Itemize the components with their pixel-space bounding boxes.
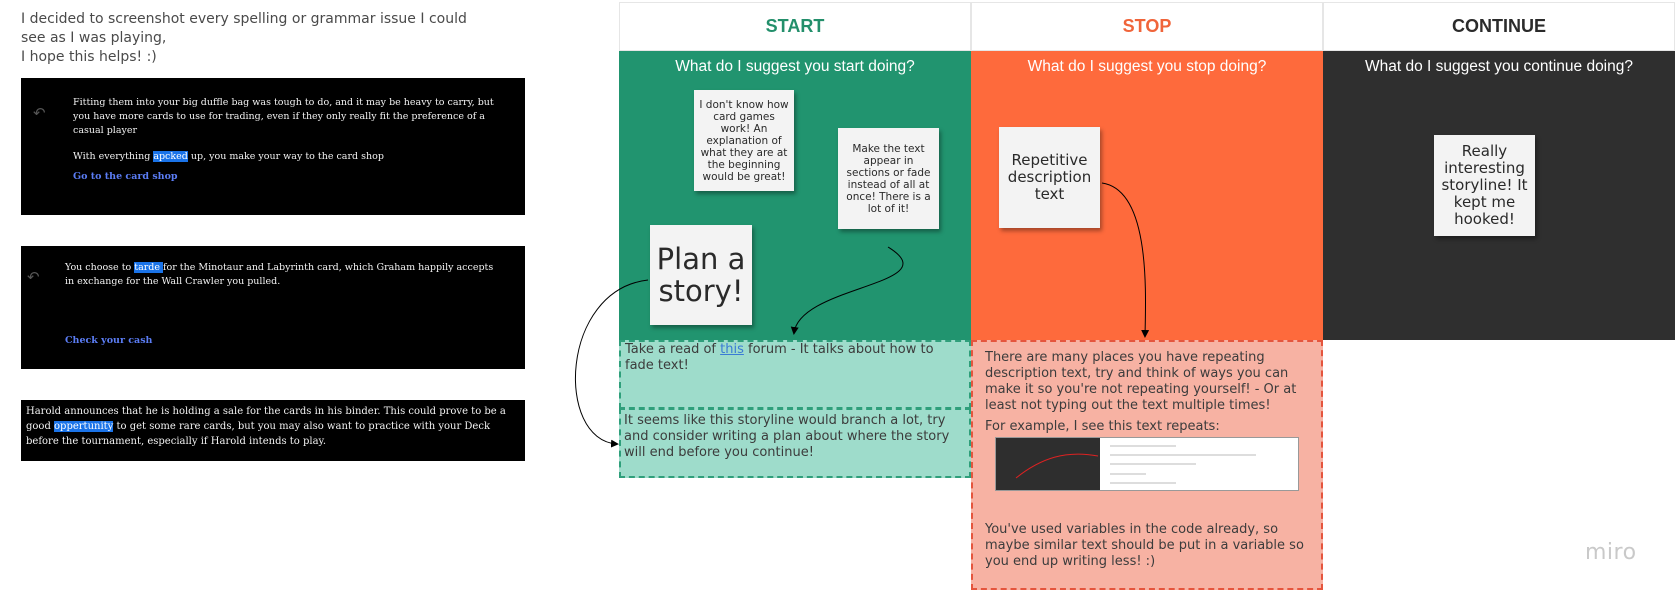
- code-arrow: [1015, 453, 1099, 479]
- stop-panel-title: What do I suggest you stop doing?: [1027, 58, 1267, 75]
- branch-note[interactable]: It seems like this storyline would branc…: [619, 408, 971, 478]
- screenshot-2-paragraph: You choose to tarde for the Minotaur and…: [65, 262, 494, 287]
- screenshot-1-sentence: With everything apcked up, you make your…: [73, 151, 384, 162]
- repeat-note[interactable]: There are many places you have repeating…: [971, 340, 1323, 590]
- miro-watermark: miro: [1585, 540, 1637, 565]
- variables-note-text: You've used variables in the code alread…: [985, 522, 1304, 569]
- code-screenshot: [995, 437, 1299, 491]
- screenshot-3-paragraph: Harold announces that he is holding a sa…: [26, 406, 506, 447]
- column-header-start: START: [619, 2, 971, 51]
- typo-highlight: tarde: [134, 262, 164, 273]
- code-screenshot-dark-pane: [996, 438, 1100, 490]
- repeat-note-text: There are many places you have repeating…: [985, 350, 1297, 413]
- check-your-cash-link: Check your cash: [65, 335, 153, 346]
- screenshot-1: ↶ Fitting them into your big duffle bag …: [21, 78, 525, 215]
- forum-note[interactable]: Take a read of this forum - It talks abo…: [619, 340, 971, 409]
- branch-note-text: It seems like this storyline would branc…: [624, 413, 950, 460]
- arrow-text-appear-to-forum: [790, 246, 904, 335]
- intro-line-1: I decided to screenshot every spelling o…: [21, 11, 467, 46]
- arrow-plan-to-branch: [574, 279, 649, 448]
- intro-line-2: I hope this helps! :): [21, 49, 157, 65]
- forum-link[interactable]: this: [720, 342, 744, 357]
- sticky-repetitive[interactable]: Repetitive description text: [999, 127, 1100, 228]
- continue-panel-title: What do I suggest you continue doing?: [1365, 58, 1633, 75]
- screenshot-1-paragraph: Fitting them into your big duffle bag wa…: [73, 97, 494, 136]
- typo-highlight: apcked: [153, 151, 188, 162]
- intro-text: I decided to screenshot every spelling o…: [21, 10, 491, 67]
- typo-highlight: oppertunity: [54, 421, 114, 432]
- go-to-card-shop-link: Go to the card shop: [73, 171, 178, 182]
- undo-icon: ↶: [27, 268, 40, 286]
- sticky-card-games[interactable]: I don't know how card games work! An exp…: [694, 90, 794, 191]
- sticky-plan-story[interactable]: Plan a story!: [650, 225, 752, 325]
- undo-icon: ↶: [33, 104, 46, 122]
- column-header-continue: CONTINUE: [1323, 2, 1675, 51]
- screenshot-3: Harold announces that he is holding a sa…: [21, 400, 525, 461]
- code-screenshot-lines: [1015, 445, 1256, 484]
- start-panel-title: What do I suggest you start doing?: [675, 58, 915, 75]
- screenshot-2: ↶ You choose to tarde for the Minotaur a…: [21, 246, 525, 369]
- sticky-storyline[interactable]: Really interesting storyline! It kept me…: [1434, 135, 1535, 236]
- arrow-repetitive-to-note: [1101, 182, 1150, 338]
- column-header-stop: STOP: [971, 2, 1323, 51]
- sticky-text-appear[interactable]: Make the text appear in sections or fade…: [838, 128, 939, 229]
- repeat-example-label: For example, I see this text repeats:: [985, 419, 1220, 434]
